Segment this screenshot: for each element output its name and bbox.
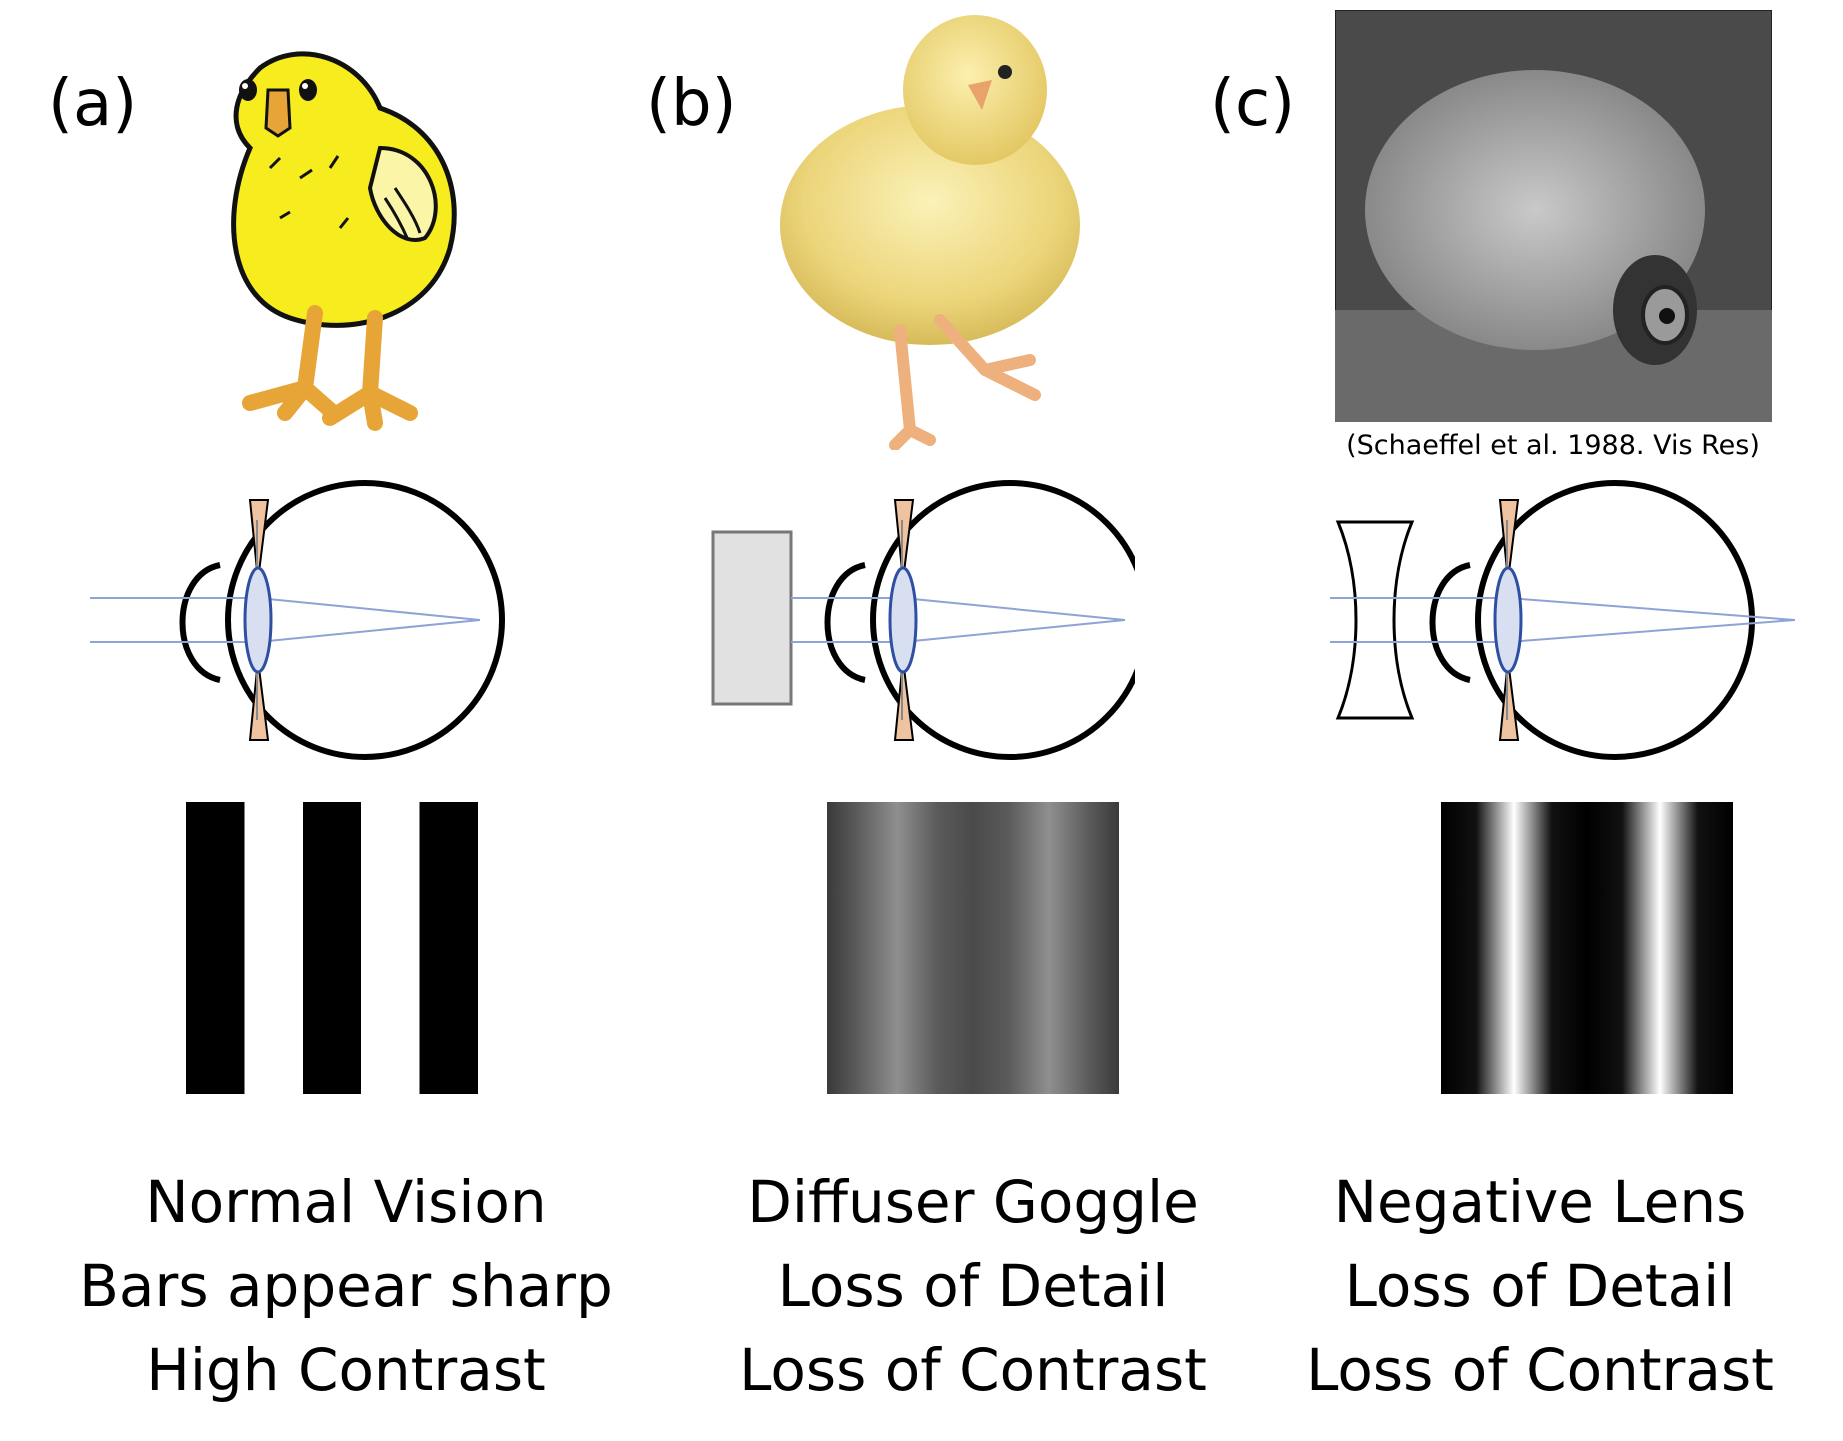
eye-diagram-normal	[90, 480, 505, 760]
diffuser-goggle-rect	[711, 530, 793, 706]
image-citation: (Schaeffel et al. 1988. Vis Res)	[1346, 430, 1760, 461]
caption-diffuser-goggle: Diffuser Goggle Loss of Detail Loss of C…	[673, 1160, 1273, 1412]
diffused-bar-grating	[827, 802, 1119, 1094]
caption-negative-lens: Negative Lens Loss of Detail Loss of Con…	[1240, 1160, 1840, 1412]
caption-line: High Contrast	[146, 1336, 546, 1404]
defocused-bar-grating	[1441, 802, 1733, 1094]
caption-line: Normal Vision	[145, 1168, 547, 1236]
cartoon-chick-illustration	[231, 51, 457, 431]
caption-line: Loss of Contrast	[739, 1336, 1207, 1404]
chick-with-goggle-photo	[1335, 10, 1772, 422]
caption-line: Loss of Contrast	[1306, 1336, 1774, 1404]
caption-normal-vision: Normal Vision Bars appear sharp High Con…	[46, 1160, 646, 1412]
panel-label-b: (b)	[646, 67, 737, 141]
caption-line: Bars appear sharp	[79, 1252, 613, 1320]
eye-diagram-diffuser	[711, 480, 1135, 760]
caption-line: Diffuser Goggle	[747, 1168, 1199, 1236]
caption-line: Negative Lens	[1333, 1168, 1747, 1236]
eye-diagram-negative-lens	[1330, 480, 1796, 760]
negative-lens-shape	[1335, 520, 1415, 720]
caption-line: Loss of Detail	[1344, 1252, 1736, 1320]
chick-photo	[780, 15, 1080, 450]
sharp-bar-grating	[186, 802, 478, 1094]
caption-line: Loss of Detail	[777, 1252, 1169, 1320]
panel-label-a: (a)	[48, 67, 138, 141]
panel-label-c: (c)	[1210, 67, 1296, 141]
